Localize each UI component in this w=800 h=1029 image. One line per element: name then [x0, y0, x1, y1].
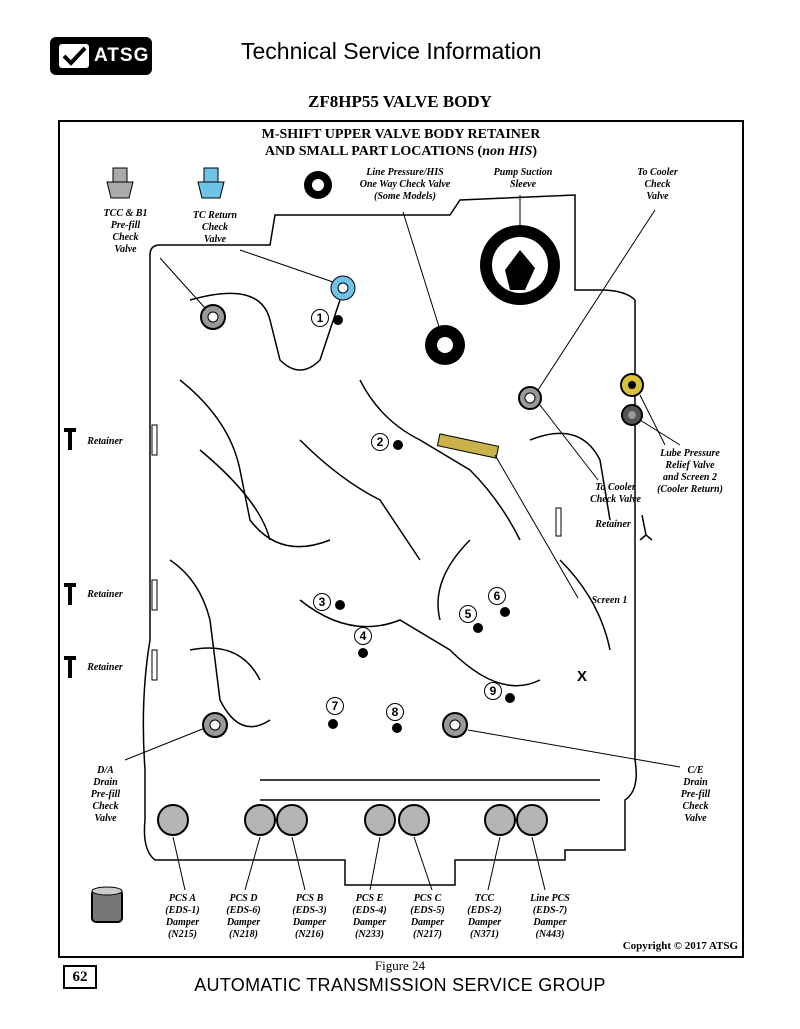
label-da-drain-check-valve: D/A Drain Pre-fill Check Valve — [90, 765, 121, 824]
label-retainer-left-3: Retainer — [87, 662, 123, 673]
figure-caption: Figure 24 — [374, 958, 426, 973]
retainer-slot — [555, 507, 562, 537]
check-ball-number-7: 7 — [326, 697, 344, 715]
check-ball-number-6: 6 — [488, 587, 506, 605]
checkmark-icon — [59, 44, 89, 68]
check-ball-number-5: 5 — [459, 605, 477, 623]
retainer-slot — [151, 579, 158, 611]
label-damper-pcs-d: PCS D (EDS-6) Damper (N218) — [226, 893, 261, 940]
label-damper-pcs-c: PCS C (EDS-5) Damper (N217) — [410, 893, 445, 940]
lube-relief-valve — [620, 373, 644, 397]
damper-part-icon — [91, 886, 123, 923]
label-damper-pcs-e: PCS E (EDS-4) Damper (N233) — [352, 893, 387, 940]
check-ball-number-2: 2 — [371, 433, 389, 451]
label-tc-return-check-valve: TC Return Check Valve — [192, 210, 238, 245]
tcc-b1-valve-icon — [106, 167, 134, 199]
diagram-title: M-SHIFT UPPER VALVE BODY RETAINER AND SM… — [58, 126, 744, 160]
tc-return-check-valve — [330, 275, 356, 301]
line-pressure-check-valve-icon — [304, 171, 332, 199]
ce-drain-prefill-valve — [442, 712, 468, 738]
logo-text: ATSG — [94, 45, 150, 66]
label-screen-1: Screen 1 — [591, 595, 628, 606]
label-lube-pressure-relief: Lube Pressure Relief Valve and Screen 2 … — [657, 448, 723, 495]
label-damper-pcs-b: PCS B (EDS-3) Damper (N216) — [292, 893, 327, 940]
copyright: Copyright © 2017 ATSG — [622, 940, 738, 952]
retainer-clip-icon — [639, 514, 653, 541]
label-retainer-left-2: Retainer — [87, 589, 123, 600]
label-damper-line-pcs: Line PCS (EDS-7) Damper (N443) — [530, 893, 570, 940]
retainer-slot — [151, 424, 158, 456]
screen-1 — [436, 433, 500, 459]
label-to-cooler-check-valve-top: To Cooler Check Valve — [637, 167, 678, 202]
label-ce-check-valve: C/E Drain Pre-fill Check Valve — [680, 765, 711, 824]
tc-return-valve-icon — [197, 167, 225, 199]
atsg-logo: ATSG — [50, 37, 152, 75]
label-damper-tcc: TCC (EDS-2) Damper (N371) — [467, 893, 502, 940]
diagram-title-line1: M-SHIFT UPPER VALVE BODY RETAINER — [261, 127, 541, 142]
footer-organization: AUTOMATIC TRANSMISSION SERVICE GROUP — [194, 975, 606, 995]
header-title: Technical Service Information — [241, 38, 542, 64]
label-to-cooler-check-valve-mid: To Cooler Check Valve — [590, 482, 641, 505]
label-retainer-right: Retainer — [595, 519, 631, 530]
x-mark-label: X — [577, 668, 588, 685]
label-retainer-left-1: Retainer — [87, 436, 123, 447]
check-ball-number-8: 8 — [386, 703, 404, 721]
check-ball-number-4: 4 — [354, 627, 372, 645]
tcc-b1-prefill-valve — [200, 304, 226, 330]
lube-screen-2 — [621, 404, 643, 426]
check-ball-number-3: 3 — [313, 593, 331, 611]
label-damper-pcs-a: PCS A (EDS-1) Damper (N215) — [165, 893, 200, 940]
diagram-title-line2: AND SMALL PART LOCATIONS (non HIS) — [264, 144, 538, 159]
line-pressure-check-valve — [425, 325, 465, 365]
retainer-slot — [151, 649, 158, 681]
label-tcc-b1-check-valve: TCC & B1 Pre-fill Check Valve — [103, 208, 148, 255]
check-balls — [328, 315, 515, 733]
da-drain-prefill-valve — [202, 712, 228, 738]
check-ball-number-1: 1 — [311, 309, 329, 327]
figure-frame — [58, 120, 744, 958]
pump-suction-sleeve — [480, 225, 560, 305]
dampers — [157, 804, 548, 836]
retainer-icon — [64, 428, 76, 678]
page-number: 62 — [63, 965, 97, 989]
label-pump-suction-sleeve: Pump Suction Sleeve — [493, 167, 553, 190]
document-title: ZF8HP55 VALVE BODY — [308, 92, 492, 111]
label-line-pressure-his-valve: Line Pressure/HIS One Way Check Valve (S… — [359, 167, 451, 202]
to-cooler-check-valve — [518, 386, 542, 410]
check-ball-number-9: 9 — [484, 682, 502, 700]
valve-body-outline — [142, 194, 637, 886]
